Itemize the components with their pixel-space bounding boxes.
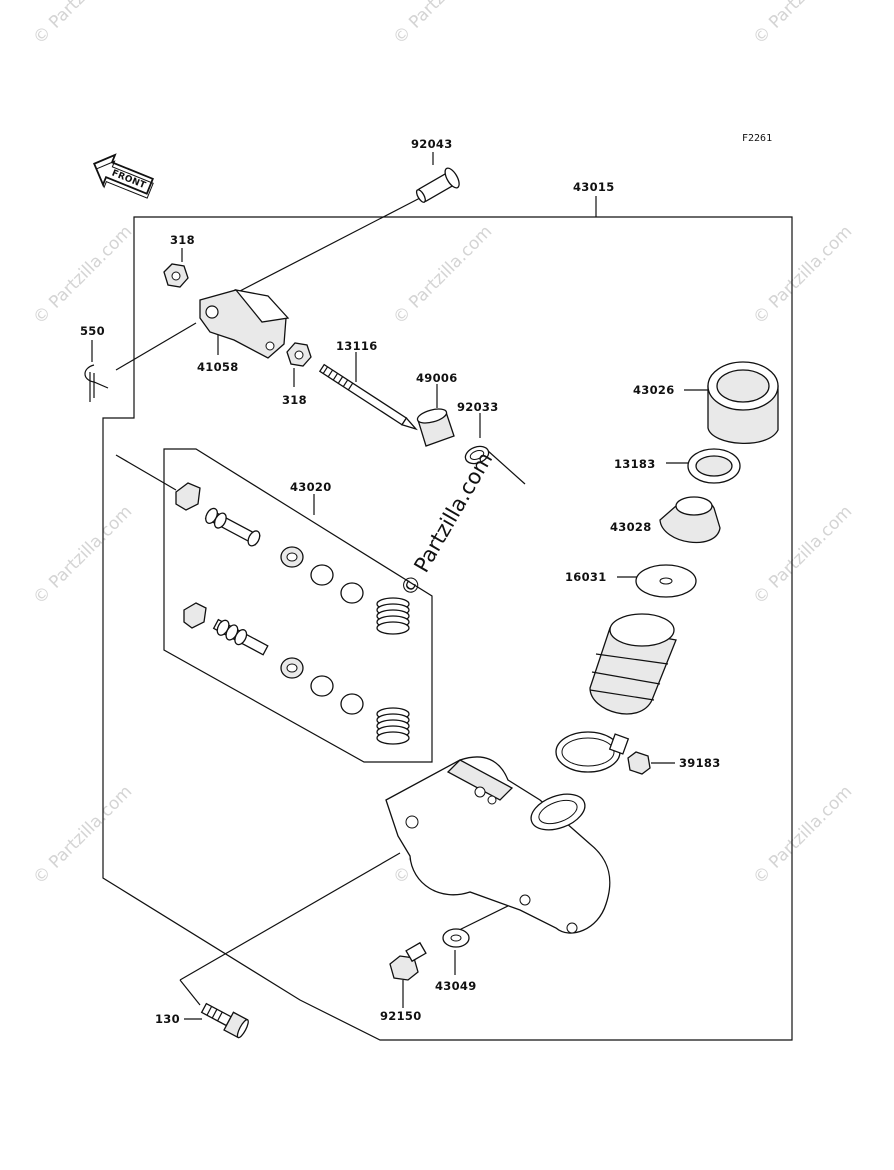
part-label-43020: 43020 — [290, 480, 332, 494]
watermark: © Partzilla.com — [389, 222, 496, 329]
reservoir — [589, 613, 677, 715]
kit-row-2 — [183, 602, 410, 745]
master-cylinder-body — [385, 756, 611, 934]
part-label-318-top: 318 — [170, 233, 195, 247]
watermark-layer: © Partzilla.com © Partzilla.com © Partzi… — [29, 0, 856, 889]
figure-code: F2261 — [742, 133, 772, 144]
watermark: © Partzilla.com — [749, 782, 856, 889]
diaphragm — [659, 496, 721, 544]
diaphragm-plate — [687, 448, 741, 484]
part-label-92033: 92033 — [457, 400, 499, 414]
part-label-43026: 43026 — [633, 383, 675, 397]
cotter-pin — [84, 364, 109, 402]
watermark: © Partzilla.com — [389, 0, 496, 49]
part-label-43049: 43049 — [435, 979, 477, 993]
watermark: © Partzilla.com — [749, 502, 856, 609]
hex-nut-top — [163, 263, 189, 288]
reservoir-gasket — [635, 564, 697, 598]
part-label-92043: 92043 — [411, 137, 453, 151]
part-label-16031: 16031 — [565, 570, 607, 584]
watermark: © Partzilla.com — [29, 222, 136, 329]
banjo-washer — [442, 928, 470, 948]
assembly-outline — [102, 216, 793, 1041]
watermark: © Partzilla.com — [29, 502, 136, 609]
part-label-318-bottom: 318 — [282, 393, 307, 407]
kit-row-1 — [175, 482, 410, 635]
part-label-43015: 43015 — [573, 180, 615, 194]
repair-kit-outline — [163, 448, 433, 763]
part-label-550: 550 — [80, 324, 105, 338]
clevis-pin — [415, 167, 460, 203]
front-arrow-icon: FRONT — [93, 153, 154, 199]
part-label-13183: 13183 — [614, 457, 656, 471]
part-label-13116: 13116 — [336, 339, 378, 353]
part-label-130: 130 — [155, 1012, 180, 1026]
part-label-39183: 39183 — [679, 756, 721, 770]
push-rod-clevis — [199, 289, 290, 359]
watermark: © Partzilla.com — [29, 0, 136, 49]
hose-clamp — [555, 731, 651, 775]
part-label-49006: 49006 — [416, 371, 458, 385]
dust-boot — [416, 408, 455, 447]
part-label-92150: 92150 — [380, 1009, 422, 1023]
part-label-43028: 43028 — [610, 520, 652, 534]
hex-nut-lower — [286, 342, 312, 367]
bleeder-bolt — [389, 941, 427, 981]
flange-bolt — [200, 1002, 249, 1039]
watermark: © Partzilla.com — [749, 0, 856, 49]
watermark: © Partzilla.com — [29, 782, 136, 889]
part-labels: F2261 92043 43015 318 550 13116 41058 49… — [80, 133, 772, 1026]
leader-lines — [91, 152, 708, 1020]
watermark: © Partzilla.com — [749, 222, 856, 329]
push-rod — [318, 363, 418, 431]
spring-top — [376, 597, 410, 635]
reservoir-cap — [707, 361, 779, 444]
center-watermark: © Partzilla.com — [396, 448, 498, 600]
circlip — [464, 445, 490, 465]
part-label-41058: 41058 — [197, 360, 239, 374]
spring-bottom — [376, 707, 410, 745]
